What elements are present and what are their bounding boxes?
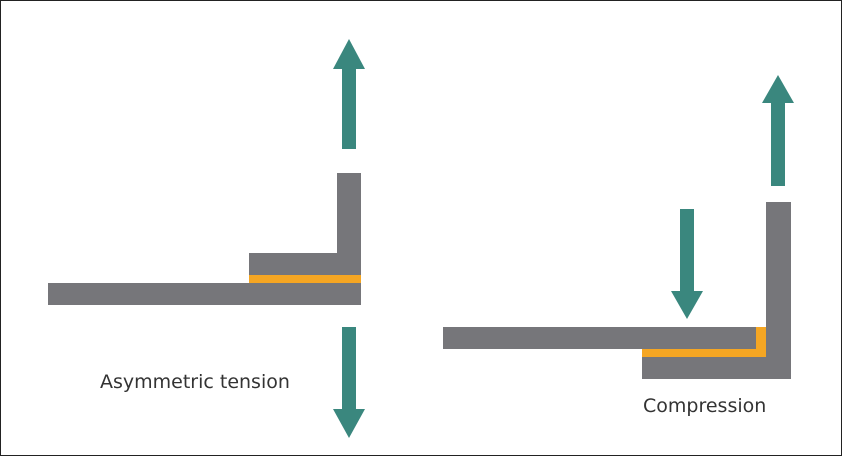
adhesive-layer: [642, 327, 766, 357]
flat-plate: [48, 283, 361, 305]
compression-label: Compression: [643, 395, 766, 417]
asymmetric-tension-panel: Asymmetric tension: [48, 39, 365, 438]
compression-panel: Compression: [443, 75, 794, 417]
bracket-vertical-leg: [766, 202, 791, 379]
down-arrow-icon: [333, 327, 365, 438]
adhesive-layer: [249, 275, 361, 283]
flat-plate: [443, 327, 756, 349]
down-arrow-icon: [671, 209, 703, 319]
up-arrow-icon: [333, 39, 365, 149]
bracket-horizontal-base: [249, 253, 361, 275]
asymmetric-tension-label: Asymmetric tension: [100, 371, 290, 393]
up-arrow-icon: [762, 75, 794, 186]
bracket-horizontal-base: [642, 357, 791, 379]
